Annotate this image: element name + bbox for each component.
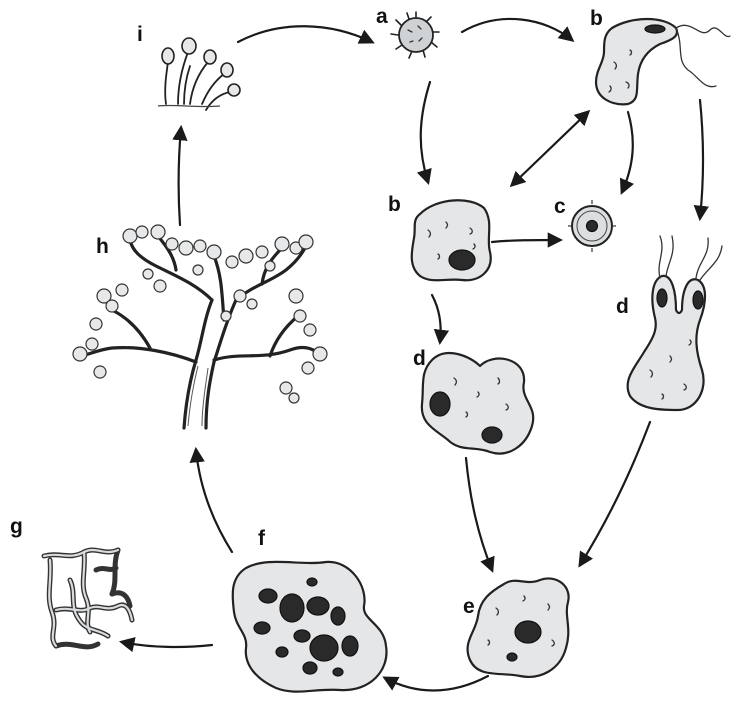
- flagellate-b: [596, 19, 730, 104]
- amoeba-b: [412, 200, 491, 280]
- arrow-a-to-b-mid: [421, 82, 430, 182]
- sclerotium-g: [44, 550, 132, 647]
- label-h: h: [96, 236, 109, 257]
- arrow-a-to-b-top: [462, 19, 572, 40]
- arrow-b-top-to-c: [622, 112, 633, 192]
- fused-flagellates-d-right: [628, 236, 722, 410]
- label-d-right: d: [616, 296, 629, 317]
- label-g: g: [10, 516, 23, 537]
- arrow-d-left-to-e: [466, 458, 492, 570]
- arrow-h-to-i: [179, 128, 181, 225]
- amoeba-d-left: [422, 353, 533, 453]
- arrow-b-top-b-mid-double: [512, 112, 588, 185]
- arrow-d-right-to-e: [580, 422, 650, 565]
- label-b-top: b: [590, 8, 603, 29]
- label-d-left: d: [413, 348, 426, 369]
- label-f: f: [258, 528, 265, 549]
- arrow-i-to-a: [238, 26, 372, 42]
- zygote-e: [468, 578, 569, 676]
- arrow-b-mid-to-d-left: [432, 295, 441, 342]
- label-c: c: [554, 196, 566, 217]
- label-e: e: [463, 596, 475, 617]
- arrow-e-to-f: [385, 676, 488, 691]
- cyst-c: [568, 200, 616, 252]
- label-i: i: [137, 24, 143, 45]
- spore-a: [391, 12, 439, 58]
- fruiting-body-h: [73, 225, 327, 428]
- arrow-f-to-h: [196, 450, 232, 552]
- arrow-flagellate-to-d-right: [700, 100, 703, 218]
- arrow-f-to-g: [122, 642, 212, 647]
- plasmodium-f: [233, 562, 387, 692]
- sporangia-i: [158, 38, 240, 110]
- arrow-b-mid-to-c: [492, 240, 560, 242]
- label-b-mid: b: [388, 194, 401, 215]
- label-a: a: [376, 6, 388, 27]
